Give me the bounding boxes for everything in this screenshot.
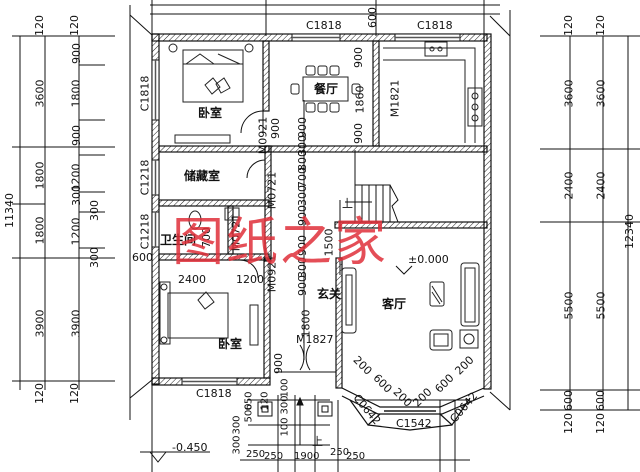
dim-left-inner-1: 900 bbox=[70, 43, 83, 64]
watermark-text: 图纸之家 bbox=[172, 213, 389, 273]
dim-left-inner-8: 300 bbox=[88, 247, 101, 268]
dim-250-c: 250 bbox=[330, 447, 350, 458]
dim-100-b: 100 bbox=[279, 417, 291, 437]
dim-right-outer-3: 5500 bbox=[562, 291, 576, 320]
door-label-m1821: M1821 bbox=[388, 79, 402, 118]
dim-900-a: 900 bbox=[352, 47, 365, 68]
dim-left-inner-7: 1200 bbox=[69, 217, 83, 246]
dim-left-inner-10: 120 bbox=[68, 383, 81, 404]
dim-left-total: 11340 bbox=[3, 193, 16, 228]
dim-left-outer-0: 120 bbox=[33, 15, 46, 36]
dim-right-outer-1: 3600 bbox=[562, 79, 576, 108]
room-label-foyer: 玄关 bbox=[317, 287, 342, 301]
dim-right-outer-0: 120 bbox=[562, 15, 575, 36]
elevation-floor: ±0.000 bbox=[408, 253, 449, 266]
dim-900-bed: 900 bbox=[272, 353, 285, 374]
window-label-c1818-top-right: C1818 bbox=[417, 19, 453, 32]
dim-600-top: 600 bbox=[366, 7, 379, 28]
dim-1200: 1200 bbox=[236, 273, 264, 286]
dim-250-b: 250 bbox=[264, 451, 284, 462]
room-label-storage: 储藏室 bbox=[184, 169, 221, 183]
room-label-bathroom: 卫生间 bbox=[160, 233, 197, 247]
dim-900-c: 900 bbox=[269, 118, 282, 139]
dim-120-bottom: 120 bbox=[259, 391, 271, 411]
dim-right-total: 12340 bbox=[623, 214, 636, 249]
window-label-c1218-a: C1218 bbox=[138, 159, 152, 196]
window-label-c1542: C1542 bbox=[396, 417, 432, 430]
room-label-dining: 餐厅 bbox=[314, 82, 339, 96]
dim-250-d: 250 bbox=[346, 451, 366, 462]
stairs-up-label: 上 bbox=[342, 197, 353, 210]
window-label-c1818-left: C1818 bbox=[138, 75, 152, 112]
dim-right-inner-5: 120 bbox=[594, 413, 607, 434]
dim-left-outer-2: 1800 bbox=[33, 161, 47, 190]
dim-corridor-8: 900 bbox=[296, 275, 309, 296]
dim-300-a: 300 bbox=[279, 395, 291, 415]
dim-right-inner-0: 120 bbox=[594, 15, 607, 36]
dim-right-inner-1: 3600 bbox=[594, 79, 608, 108]
dim-left-outer-4: 3900 bbox=[33, 309, 47, 338]
dim-1860: 1860 bbox=[353, 85, 367, 114]
room-label-bedroom-top: 卧室 bbox=[198, 106, 223, 120]
dim-left-inner-3: 900 bbox=[70, 125, 83, 146]
dim-1900: 1900 bbox=[294, 451, 320, 462]
window-label-c1818-top-mid: C1818 bbox=[306, 19, 342, 32]
door-label-m1827: M1827 bbox=[296, 333, 334, 346]
dim-corridor-10: 1800 bbox=[299, 309, 313, 338]
dim-2400: 2400 bbox=[178, 273, 206, 286]
dim-right-outer-2: 2400 bbox=[562, 171, 576, 200]
dim-left-inner-9: 3900 bbox=[69, 309, 83, 338]
dim-left-outer-3: 1800 bbox=[33, 216, 47, 245]
dim-right-outer-4: 600 bbox=[562, 390, 575, 411]
dim-right-inner-2: 2400 bbox=[594, 171, 608, 200]
dim-left-inner-2: 1800 bbox=[69, 79, 83, 108]
window-label-c1218-b: C1218 bbox=[138, 213, 152, 250]
dim-right-outer-5: 120 bbox=[562, 413, 575, 434]
dim-600-left: 600 bbox=[132, 251, 153, 264]
dim-250-a: 250 bbox=[246, 449, 266, 460]
dim-left-outer-1: 3600 bbox=[33, 79, 47, 108]
dim-right-inner-4: 600 bbox=[594, 390, 607, 411]
dim-900-b: 900 bbox=[352, 123, 365, 144]
dim-left-inner-6: 300 bbox=[88, 200, 101, 221]
dim-300-c: 300 bbox=[231, 435, 243, 455]
elevation-outside: -0.450 bbox=[172, 441, 208, 454]
dim-right-inner-3: 5500 bbox=[594, 291, 608, 320]
entry-up-label: 上 bbox=[312, 435, 323, 448]
dim-left-inner-5: 1200 bbox=[69, 163, 83, 192]
dim-left-outer-5: 120 bbox=[33, 383, 46, 404]
room-label-bedroom-bottom: 卧室 bbox=[218, 337, 243, 351]
dim-500: 500 bbox=[243, 403, 255, 423]
dim-300-b: 300 bbox=[231, 415, 243, 435]
room-label-living: 客厅 bbox=[382, 297, 407, 311]
window-label-c1818-bottom: C1818 bbox=[196, 387, 232, 400]
dim-left-inner-0: 120 bbox=[68, 15, 81, 36]
door-label-m0921-top: M0921 bbox=[256, 116, 270, 155]
